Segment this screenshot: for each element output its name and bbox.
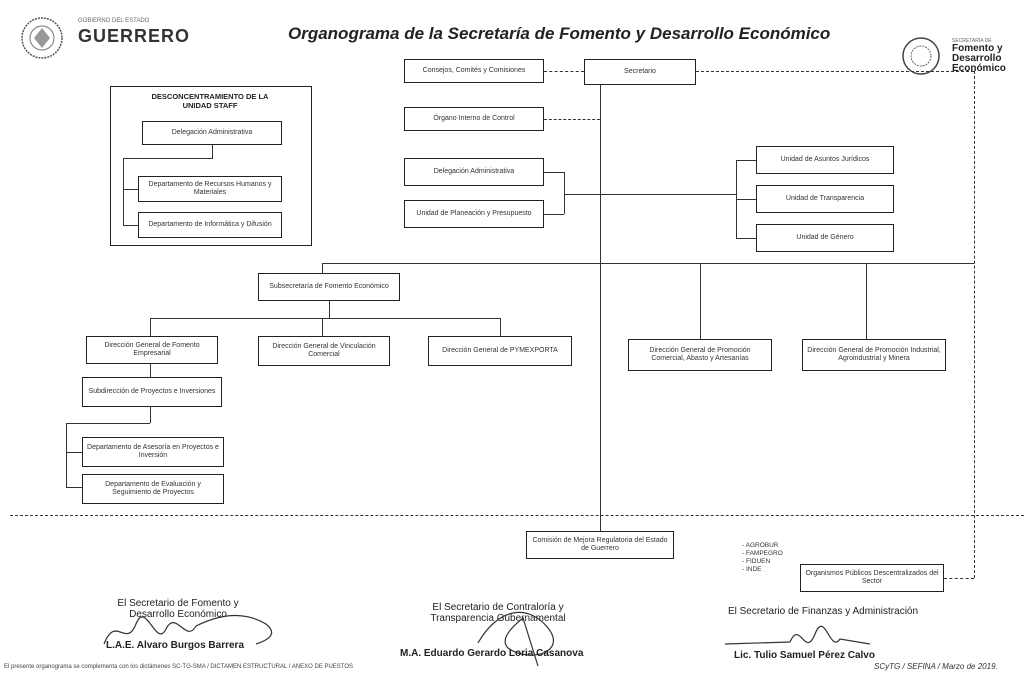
box-delegacion-admin[interactable]: Delegación Administrativa xyxy=(404,158,544,186)
box-depto-asesoria[interactable]: Departamento de Asesoría en Proyectos e … xyxy=(82,437,224,467)
box-dg-promocion-comercial[interactable]: Dirección General de Promoción Comercial… xyxy=(628,339,772,371)
box-dg-vinculacion[interactable]: Dirección General de Vinculación Comerci… xyxy=(258,336,390,366)
box-subsecretaria[interactable]: Subsecretaría de Fomento Económico xyxy=(258,273,400,301)
organismos-list: - AGROBUR - FAMPEGRO - FIDUEN - INDE xyxy=(742,542,783,574)
box-subdireccion-proyectos[interactable]: Subdirección de Proyectos e Inversiones xyxy=(82,377,222,407)
logo-guerrero: GUERRERO xyxy=(78,26,191,46)
signature-role-3: El Secretario de Finanzas y Administraci… xyxy=(727,606,919,617)
staff-delegacion[interactable]: Delegación Administrativa xyxy=(142,121,282,145)
logo-right-line3: Económico xyxy=(952,63,1006,74)
signature-role-2: El Secretario de Contraloría y Transpare… xyxy=(430,602,566,624)
signature-name-1: L.A.E. Alvaro Burgos Barrera xyxy=(106,640,245,651)
signature-name-2: M.A. Eduardo Gerardo Loria Casanova xyxy=(400,648,584,659)
box-organo-interno[interactable]: Órgano Interno de Control xyxy=(404,107,544,131)
box-transparencia[interactable]: Unidad de Transparencia xyxy=(756,185,894,213)
box-dg-pymexporta[interactable]: Dirección General de PYMEXPORTA xyxy=(428,336,572,366)
page-title: Organograma de la Secretaría de Fomento … xyxy=(288,24,831,43)
logo-right-line2: Desarrollo xyxy=(952,53,1002,64)
signature-role-1: El Secretario de Fomento y Desarrollo Ec… xyxy=(117,598,239,620)
organismo-item: - FAMPEGRO xyxy=(742,550,783,557)
state-seal-icon xyxy=(21,17,63,59)
staff-title: DESCONCENTRAMIENTO DE LA UNIDAD STAFF xyxy=(151,92,269,110)
box-depto-evaluacion[interactable]: Departamento de Evaluación y Seguimiento… xyxy=(82,474,224,504)
footer-note: El presente organograma se complementa c… xyxy=(4,664,354,670)
staff-recursos-humanos[interactable]: Departamento de Recursos Humanos y Mater… xyxy=(138,176,282,202)
signature-scribble-3 xyxy=(724,625,871,645)
box-dg-fomento-empresarial[interactable]: Dirección General de Fomento Empresarial xyxy=(86,336,218,364)
organismo-item: - FIDUEN xyxy=(742,558,771,565)
box-organismos-publicos[interactable]: Organismos Públicos Descentralizados del… xyxy=(800,564,944,592)
organismo-item: - AGROBUR xyxy=(742,542,779,549)
box-consejos[interactable]: Consejos, Comités y Comisiones xyxy=(404,59,544,83)
sedeco-emblem-icon xyxy=(902,37,940,75)
sedeco-logo: SECRETARÍA DE Fomento y Desarrollo Econó… xyxy=(900,36,1030,80)
logo-right-small: SECRETARÍA DE xyxy=(952,38,992,44)
box-secretario[interactable]: Secretario xyxy=(584,59,696,85)
signature-name-3: Lic. Tulio Samuel Pérez Calvo xyxy=(734,650,875,661)
box-asuntos-juridicos[interactable]: Unidad de Asuntos Jurídicos xyxy=(756,146,894,174)
box-unidad-planeacion[interactable]: Unidad de Planeación y Presupuesto xyxy=(404,200,544,228)
logo-right-line1: Fomento y xyxy=(952,43,1003,54)
staff-informatica[interactable]: Departamento de Informática y Difusión xyxy=(138,212,282,238)
organismo-item: - INDE xyxy=(742,566,762,573)
footer-ref: SCyTG / SEFINA / Marzo de 2019. xyxy=(874,662,998,671)
guerrero-logo: GOBIERNO DEL ESTADO GUERRERO xyxy=(20,14,190,64)
box-dg-promocion-industrial[interactable]: Dirección General de Promoción Industria… xyxy=(802,339,946,371)
signature-scribble-1 xyxy=(103,614,273,645)
signature-scribble-2 xyxy=(477,611,555,667)
box-comision-mejora[interactable]: Comisión de Mejora Regulatoria del Estad… xyxy=(526,531,674,559)
box-genero[interactable]: Unidad de Género xyxy=(756,224,894,252)
staff-group xyxy=(110,86,312,246)
logo-subtitle: GOBIERNO DEL ESTADO xyxy=(78,18,150,24)
